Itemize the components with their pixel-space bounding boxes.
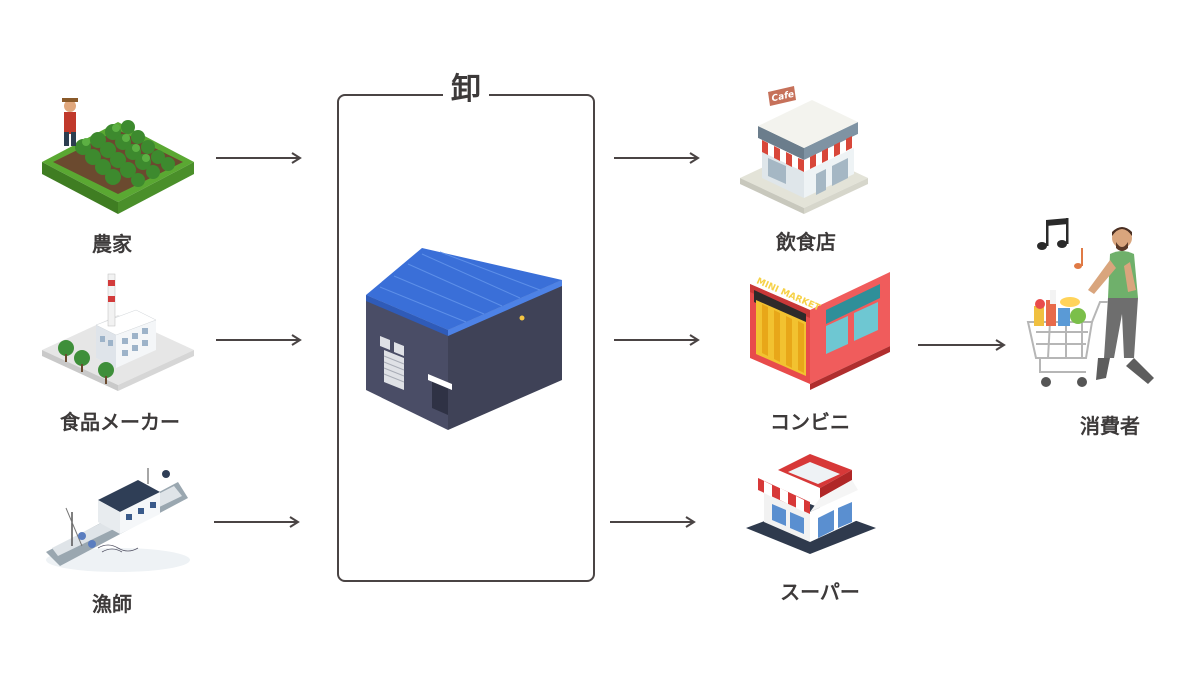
- shopper-with-cart-icon: [1026, 218, 1154, 387]
- arrow-wholesale-to-supermarket: [610, 516, 696, 528]
- cafe-icon: [740, 86, 868, 214]
- arrow-farm-to-wholesale: [216, 152, 302, 164]
- consumer-label: 消費者: [1080, 414, 1140, 438]
- producer-label-farmer: 農家: [92, 232, 132, 256]
- warehouse-icon: [366, 248, 562, 430]
- arrow-fisherman-to-wholesale: [214, 516, 300, 528]
- retailer-label-supermarket: スーパー: [780, 580, 860, 604]
- supermarket-icon: [746, 454, 876, 554]
- producer-label-fisherman: 漁師: [92, 592, 132, 616]
- arrow-wholesale-to-restaurant: [614, 152, 700, 164]
- arrow-convenience-to-consumer: [918, 339, 1006, 351]
- farm-field-icon: [42, 98, 194, 214]
- mini-market-icon: [750, 272, 890, 390]
- arrow-wholesale-to-convenience: [614, 334, 700, 346]
- producer-label-food-maker: 食品メーカー: [60, 410, 180, 434]
- wholesaler-title: 卸: [443, 70, 489, 110]
- fishing-boat-icon: [46, 468, 190, 572]
- retailer-label-convenience-store: コンビニ: [770, 410, 850, 434]
- retailer-label-restaurant: 飲食店: [776, 230, 836, 254]
- arrow-factory-to-wholesale: [216, 334, 302, 346]
- factory-icon: [42, 273, 194, 391]
